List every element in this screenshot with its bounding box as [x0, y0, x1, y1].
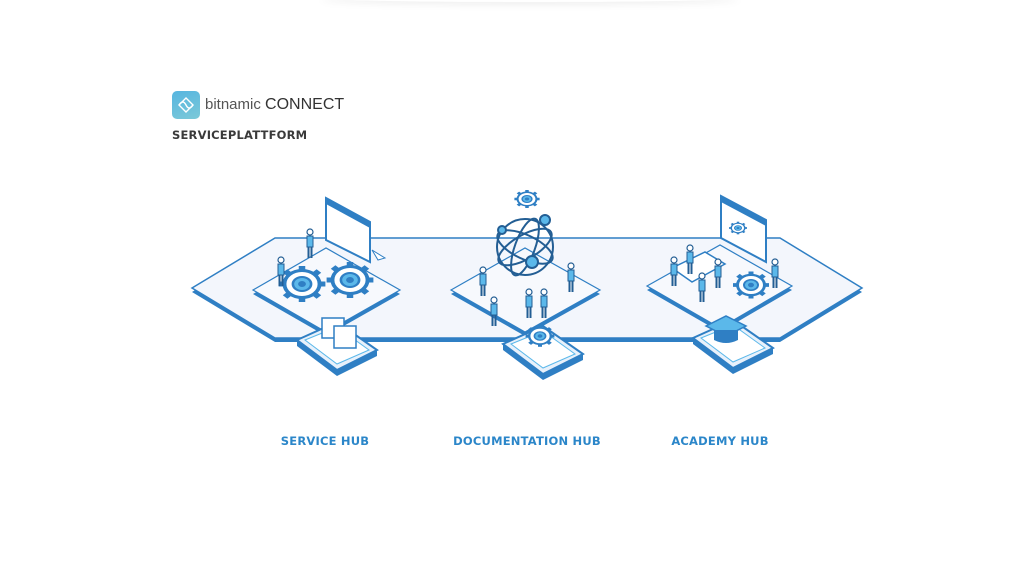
page-subtitle: SERVICEPLATTFORM	[172, 128, 308, 142]
chat-icon	[321, 317, 357, 349]
academy-hub-link[interactable]: ACADEMY HUB	[671, 434, 769, 448]
brand-name-part2: CONNECT	[265, 96, 345, 113]
logo-icon	[172, 91, 200, 119]
gear-icon	[526, 325, 555, 347]
brand-name: bitnamic CONNECT	[205, 96, 344, 114]
graduation-cap-icon	[704, 315, 748, 343]
gear-icon	[727, 220, 749, 236]
brand-name-part1: bitnamic	[205, 96, 261, 113]
gear-icon	[512, 188, 542, 210]
brand-logo: bitnamic CONNECT	[172, 91, 344, 119]
documentation-hub-link[interactable]: DOCUMENTATION HUB	[453, 434, 601, 448]
service-hub-link[interactable]: SERVICE HUB	[280, 434, 370, 448]
meeting-table-icon	[670, 251, 727, 283]
atom-icon	[496, 214, 554, 277]
gear-icon	[733, 272, 769, 299]
screen-icon	[325, 196, 387, 264]
